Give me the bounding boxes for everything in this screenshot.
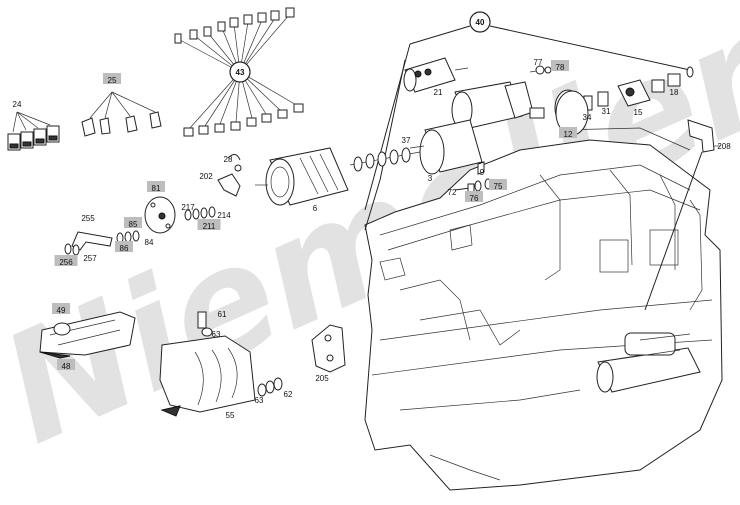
bracket-202 [217,154,242,197]
callout-highlight-85 [124,217,142,228]
callout-label-62: 62 [284,390,293,399]
callout-label-37: 37 [402,136,411,145]
callout-label-217: 217 [181,203,195,212]
bracket-205 [311,324,346,373]
callout-label-202: 202 [199,172,213,181]
callout-label-31: 31 [602,107,611,116]
callout-highlight-75 [489,179,507,190]
callout-highlight-12 [559,127,577,138]
callout-highlight-81 [147,181,165,192]
solenoid-21 [403,57,469,93]
callout-label-75: 75 [494,182,503,191]
callout-label-15: 15 [634,108,643,117]
callout-highlight-256 [54,255,78,266]
callout-label-18: 18 [670,88,679,97]
callout-circle-43 [229,61,251,83]
callout-label-211: 211 [203,222,216,231]
callout-label-63: 63 [212,330,221,339]
callout-label-81: 81 [152,184,161,193]
heat-shield-48 [39,311,136,359]
callout-label-55: 55 [226,411,235,420]
callout-label-48: 48 [62,362,71,371]
yoke-6 [255,147,349,206]
callout-label-3: 3 [428,174,433,183]
callout-label-21: 21 [434,88,443,97]
callout-highlight-211 [197,219,221,230]
callout-label-43: 43 [236,68,245,77]
callout-label-28: 28 [224,155,233,164]
bracket-255 [64,230,140,256]
callout-40-leaders [364,25,691,231]
washers-62 [257,377,283,397]
callout-highlight-78 [551,60,569,71]
callout-label-49: 49 [57,306,66,315]
starter-installed [596,332,701,393]
callout-label-12: 12 [564,130,573,139]
callout-label-6: 6 [313,204,318,213]
callout-label-256: 256 [59,258,73,267]
callout-highlight-86 [115,241,133,252]
callout-label-76: 76 [470,194,479,203]
callout-label-25: 25 [108,76,117,85]
starter-motor [409,81,545,175]
callout-label-257: 257 [83,254,97,263]
callout-label-85: 85 [129,220,138,229]
engine-block [364,127,723,491]
callout-label-40: 40 [476,18,485,27]
callout-label-86: 86 [120,244,129,253]
callout-label-84: 84 [145,238,154,247]
callout-label-214: 214 [217,211,231,220]
callout-label-24: 24 [13,100,22,109]
bracket-208 [644,119,720,311]
callout-label-34: 34 [583,113,592,122]
brush-set-43 [174,7,304,137]
brush-holders-25 [81,91,162,137]
washers-37 [349,147,421,172]
callout-label-63: 63 [255,396,264,405]
callout-label-205: 205 [315,374,329,383]
callout-highlight-76 [465,191,483,202]
callout-label-77: 77 [534,58,543,67]
callout-circle-40 [469,11,491,33]
washers-217 [184,206,216,221]
callout-label-78: 78 [556,63,565,72]
callout-label-61: 61 [218,310,227,319]
callout-label-9: 9 [480,168,485,177]
callout-highlight-25 [103,73,121,84]
cover-plate-81 [144,196,176,234]
callout-highlight-49 [52,303,70,314]
heat-shield-55 [159,311,256,417]
callout-label-72: 72 [448,188,457,197]
callout-label-208: 208 [717,142,731,151]
callout-label-255: 255 [81,214,95,223]
brushes-24 [7,111,60,151]
callout-highlight-48 [57,359,75,370]
